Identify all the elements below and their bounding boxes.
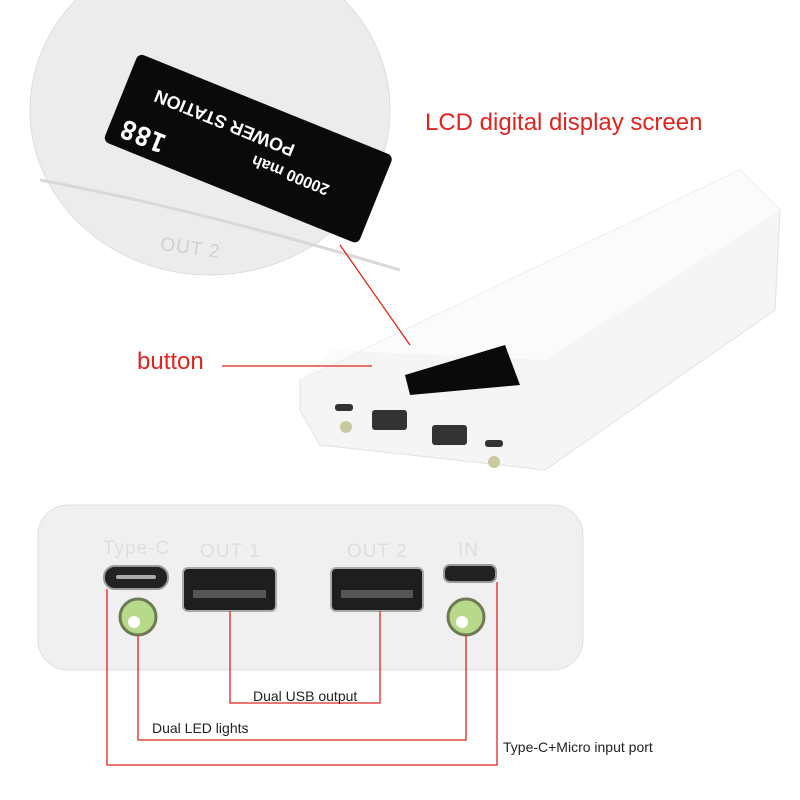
- callout-usb: Dual USB output: [253, 688, 358, 704]
- port-panel: [37, 504, 584, 671]
- usb-port-out2: [330, 567, 424, 612]
- small-led-1: [340, 421, 352, 433]
- typec-print: Type-C: [103, 538, 171, 559]
- small-typec-port: [335, 404, 353, 411]
- magnified-lcd: [104, 54, 392, 243]
- out2-print: OUT 2: [347, 541, 408, 562]
- out1-print: OUT 1: [200, 541, 261, 562]
- in-print: IN: [458, 540, 479, 561]
- small-lcd: [405, 345, 520, 395]
- callout-button: button: [137, 348, 204, 375]
- callout-input: Type-C+Micro input port: [503, 739, 653, 755]
- small-micro-port: [485, 440, 503, 447]
- callout-led: Dual LED lights: [152, 720, 249, 736]
- small-usb-port-2: [432, 425, 467, 445]
- led-light-left: [118, 597, 158, 637]
- callout-lines: [106, 244, 498, 766]
- small-usb-port-1: [372, 410, 407, 430]
- micro-usb-port: [443, 564, 497, 583]
- power-bank-top: [300, 170, 780, 380]
- usb-port-out1: [182, 567, 277, 612]
- small-led-2: [488, 456, 500, 468]
- led-light-right: [446, 597, 486, 637]
- callout-lcd: LCD digital display screen: [425, 109, 703, 136]
